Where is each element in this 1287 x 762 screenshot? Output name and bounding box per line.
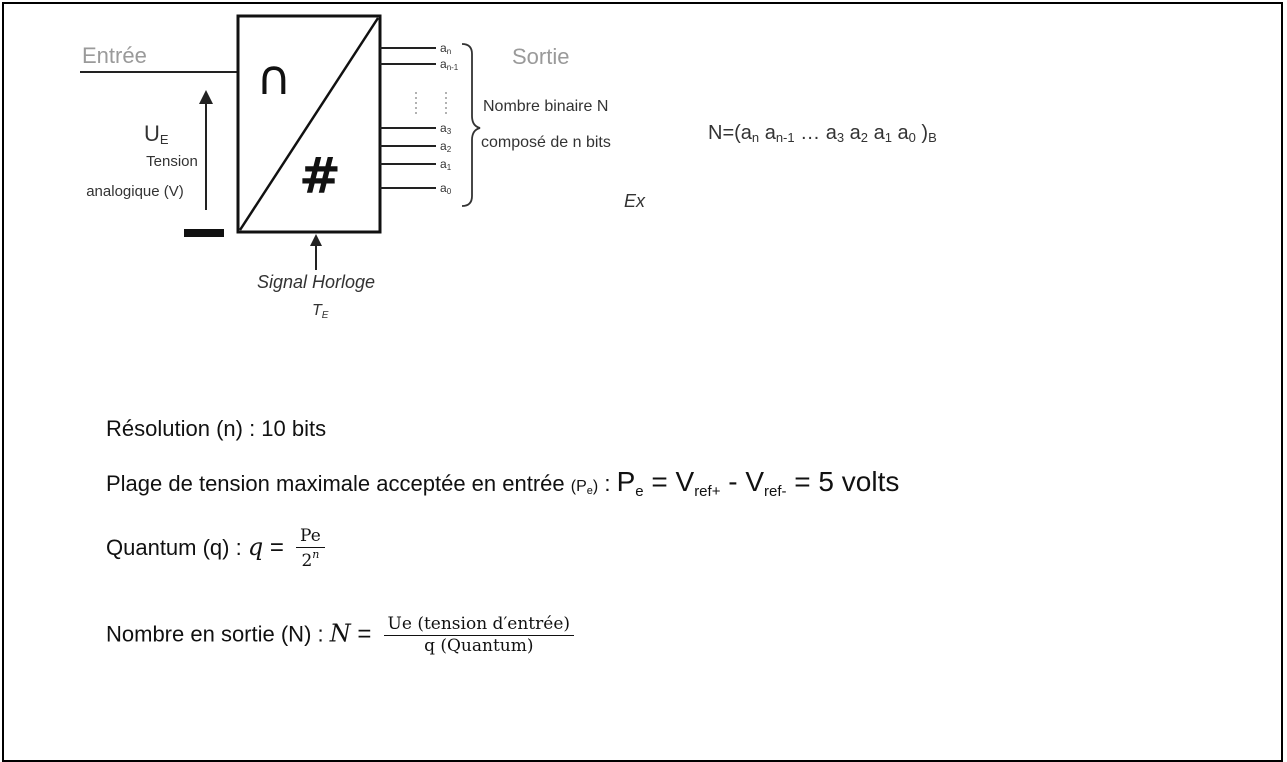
nombre-eq: = — [350, 620, 372, 648]
sortie-label: Sortie — [512, 44, 569, 69]
plage-colon: : — [598, 471, 617, 496]
te-label: TE — [312, 302, 329, 321]
plage-label: Plage de tension maximale acceptée en en… — [106, 471, 565, 496]
quantum-var: q — [247, 533, 264, 562]
voltage-arrow-head — [199, 90, 213, 104]
analog-symbol: ∩ — [256, 50, 291, 106]
ex-label: Ex — [624, 191, 646, 211]
ground-bar — [184, 229, 224, 237]
nombre-denominator: q (Quantum) — [424, 636, 534, 657]
resolution-text: Résolution (n) : 10 bits — [106, 416, 327, 441]
clock-arrow-head — [310, 234, 322, 246]
tension-label: Tension — [146, 153, 198, 170]
nombre-line: Nombre en sortie (N) : N = Ue (tension d… — [106, 614, 575, 658]
bit-label-a0: a0 — [440, 181, 452, 196]
quantum-numerator: Pe — [296, 526, 325, 549]
resolution-line: Résolution (n) : 10 bits — [106, 416, 326, 442]
block-diagonal — [238, 17, 380, 231]
digital-symbol: # — [299, 147, 341, 205]
nombre-binaire-label: Nombre binaire N — [483, 98, 608, 115]
nombre-label: Nombre en sortie (N) : — [106, 621, 330, 647]
quantum-fraction: Pe 2n — [296, 526, 325, 573]
output-lines — [380, 47, 436, 189]
quantum-denominator: 2n — [301, 548, 320, 572]
output-brace — [461, 43, 481, 207]
bit-label-a1: a1 — [440, 157, 452, 172]
analogique-label: analogique (V) — [86, 183, 184, 200]
nombre-fraction: Ue (tension d′entrée) q (Quantum) — [383, 614, 575, 658]
nombre-numerator: Ue (tension d′entrée) — [383, 614, 575, 637]
plage-line: Plage de tension maximale acceptée en en… — [106, 466, 899, 500]
quantum-label: Quantum (q) : — [106, 535, 248, 561]
adc-diagram: Entrée UE Tension analogique (V) ∩ # Sig… — [80, 14, 937, 321]
plage-formula: Pe = Vref+ - Vref- = 5 volts — [616, 466, 900, 500]
quantum-line: Quantum (q) : q = Pe 2n — [106, 526, 325, 573]
quantum-eq: = — [263, 534, 284, 562]
ue-label: UE — [144, 121, 169, 147]
compose-bits-label: composé de n bits — [481, 134, 611, 151]
entree-label: Entrée — [82, 43, 147, 68]
plage-pe-small: (Pe) — [570, 478, 599, 497]
bit-label-an1: an-1 — [440, 57, 459, 72]
bit-label-an: an — [440, 41, 451, 56]
nombre-var: N — [329, 619, 351, 648]
bit-label-a2: a2 — [440, 139, 452, 154]
bit-label-a3: a3 — [440, 121, 452, 136]
signal-horloge-label: Signal Horloge — [257, 272, 375, 292]
binary-formula: N=(an an-1 … a3 a2 a1 a0 )B — [708, 122, 937, 145]
